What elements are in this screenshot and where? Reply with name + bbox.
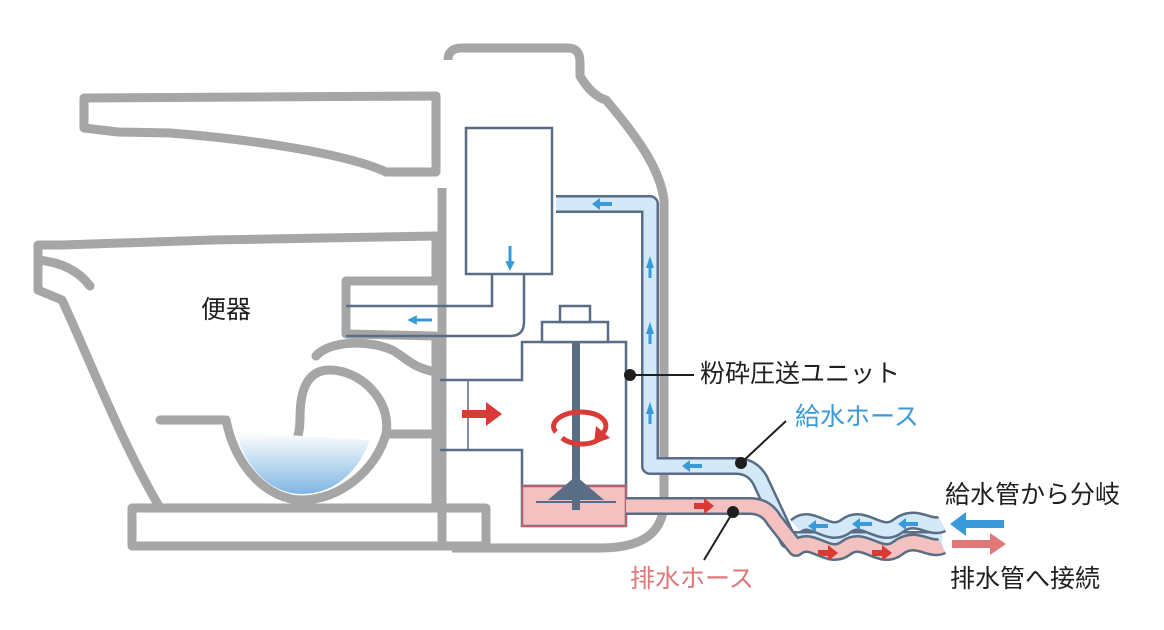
grinder-unit	[440, 304, 628, 528]
drain-hose-label: 排水ホース	[630, 564, 754, 593]
bowl-water	[236, 432, 370, 494]
leader-lines	[624, 369, 787, 561]
drain-pipe-label: 排水管へ接続	[950, 564, 1101, 593]
floor-base	[127, 503, 491, 551]
supply-flow-arrows	[592, 198, 918, 532]
supply-inlet-arrow	[950, 512, 1004, 536]
drain-outlet-arrow	[952, 533, 1006, 555]
drain-flow-arrows	[694, 498, 892, 561]
drain-hose	[626, 497, 947, 561]
supply-pipe-label: 給水管から分岐	[945, 480, 1121, 509]
waste-flow-arrow	[462, 402, 502, 426]
flush-pipe	[346, 274, 526, 338]
unit-housing-outline	[443, 43, 669, 553]
supply-hose-label: 給水ホース	[795, 402, 919, 431]
toilet-label: 便器	[201, 295, 252, 324]
grinder-unit-label: 粉砕圧送ユニット	[700, 359, 901, 388]
